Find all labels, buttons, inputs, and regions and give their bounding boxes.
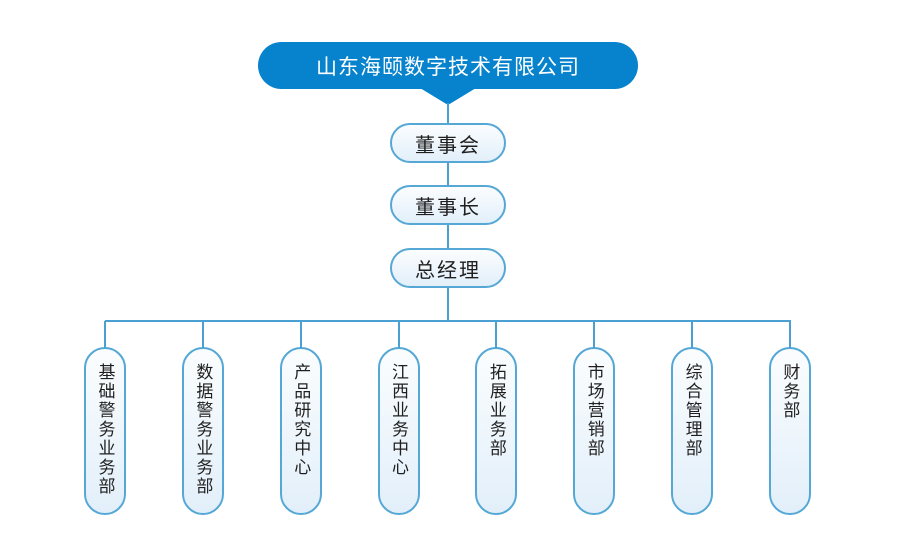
department-row: 基础警务业务部 数据警务业务部 产品研究中心 江西业务中心 拓展业务部 市场营销… xyxy=(84,321,811,515)
root-pointer-triangle xyxy=(420,88,476,105)
dept-label: 综合管理部 xyxy=(682,363,702,458)
node-dept-general-management: 综合管理部 xyxy=(671,321,714,515)
node-general-manager: 总经理 xyxy=(390,248,506,288)
dept-label: 江西业务中心 xyxy=(389,363,409,477)
node-dept-jiangxi-business-center: 江西业务中心 xyxy=(377,321,420,515)
dept-label: 拓展业务部 xyxy=(486,363,506,458)
connector-chairman-to-gm xyxy=(447,224,449,249)
node-dept-data-police-business: 数据警务业务部 xyxy=(181,321,224,515)
connector-board-to-chairman xyxy=(447,162,449,186)
connector-root-to-board xyxy=(447,103,449,124)
node-chairman-label: 董事长 xyxy=(415,196,481,219)
dept-label: 财务部 xyxy=(780,363,800,420)
dept-label: 市场营销部 xyxy=(584,363,604,458)
node-board-of-directors-label: 董事会 xyxy=(415,134,481,157)
node-chairman: 董事长 xyxy=(390,185,506,225)
node-dept-expansion-business: 拓展业务部 xyxy=(475,321,518,515)
connector-horizontal-bus xyxy=(105,320,791,322)
dept-label: 数据警务业务部 xyxy=(193,363,213,496)
node-dept-marketing: 市场营销部 xyxy=(573,321,616,515)
node-dept-product-research-center: 产品研究中心 xyxy=(279,321,322,515)
dept-label: 产品研究中心 xyxy=(291,363,311,477)
node-board-of-directors: 董事会 xyxy=(390,123,506,163)
org-root-label: 山东海颐数字技术有限公司 xyxy=(316,55,580,79)
connector-gm-to-bus xyxy=(447,287,449,322)
node-dept-finance: 财务部 xyxy=(768,321,811,515)
node-general-manager-label: 总经理 xyxy=(415,259,481,282)
dept-label: 基础警务业务部 xyxy=(95,363,115,496)
node-dept-basic-police-business: 基础警务业务部 xyxy=(84,321,126,515)
org-root-node: 山东海颐数字技术有限公司 xyxy=(258,42,638,89)
